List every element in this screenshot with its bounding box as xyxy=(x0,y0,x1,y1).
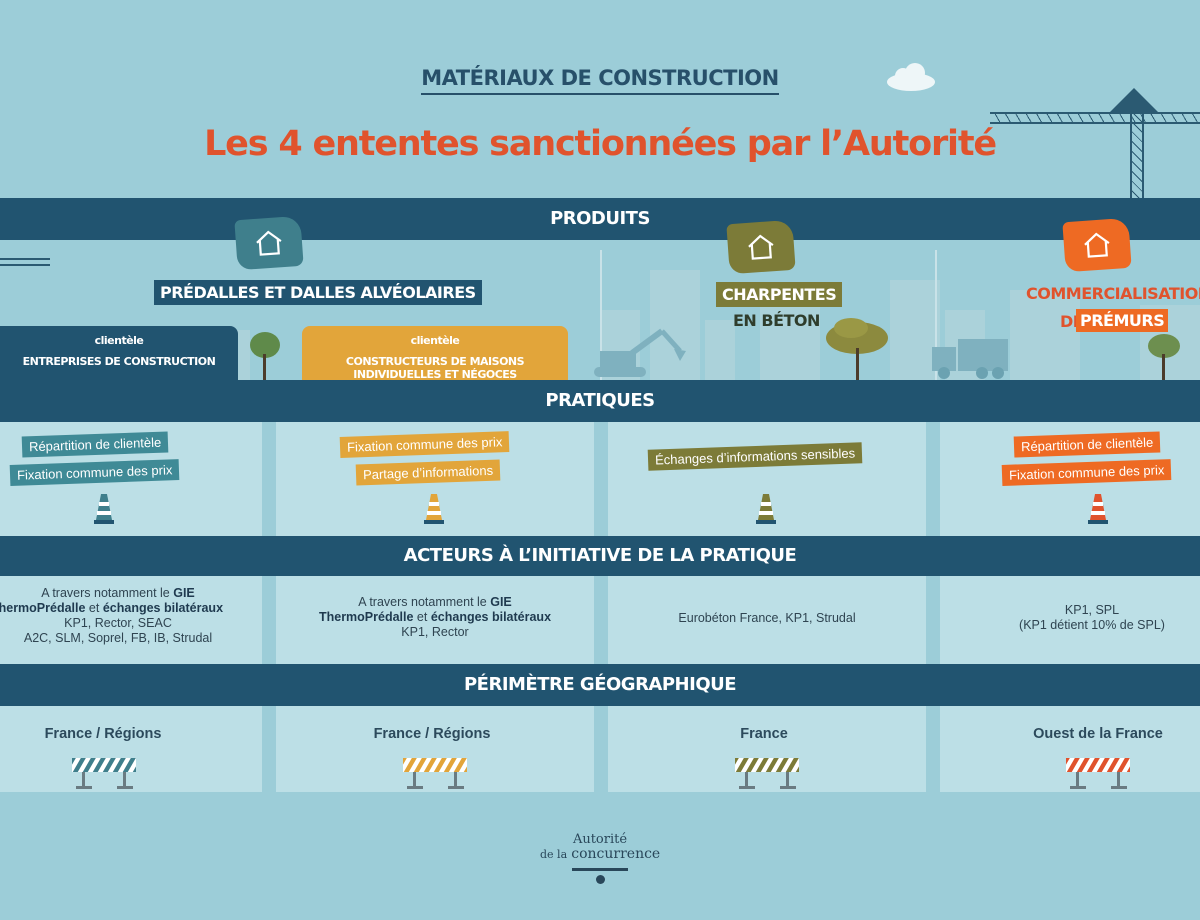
traffic-cone-icon xyxy=(424,494,444,524)
house-icon xyxy=(1084,232,1110,258)
road-barrier-icon xyxy=(72,758,136,789)
section-perimetre-label: PÉRIMÈTRE GÉOGRAPHIQUE xyxy=(463,674,737,695)
actors-col1: A travers notamment le GIE ThermoPrédall… xyxy=(0,586,236,646)
product-charpentes-sublabel: EN BÉTON xyxy=(733,311,820,330)
actors-col3: Eurobéton France, KP1, Strudal xyxy=(678,611,856,625)
supertitle: MATÉRIAUX DE CONSTRUCTION xyxy=(0,66,1200,95)
traffic-cone-icon xyxy=(94,494,114,524)
actors-text: et xyxy=(85,601,103,615)
geo-col1: France / Régions xyxy=(44,726,162,742)
actors-panel-2 xyxy=(276,576,594,664)
client-constructeurs-line1: clientèle xyxy=(410,334,460,347)
actors-col4: KP1, SPL (KP1 détient 10% de SPL) xyxy=(972,603,1200,633)
geo-panel-3 xyxy=(608,706,926,792)
actors-companies: A2C, SLM, Soprel, FB, IB, Strudal xyxy=(23,631,213,645)
section-produits: PRODUITS xyxy=(0,198,1200,240)
product-premurs-label: COMMERCIALISATION xyxy=(1026,284,1200,303)
actors-panel-3 xyxy=(608,576,926,664)
geo-col4: Ouest de la France xyxy=(1033,726,1163,742)
product-predalles-label: PRÉDALLES ET DALLES ALVÉOLAIRES xyxy=(154,280,482,305)
logo-line2a: de la xyxy=(540,848,568,861)
divider-pole xyxy=(600,250,602,380)
tree-icon xyxy=(248,330,282,380)
cloud-icon xyxy=(887,63,935,91)
logo-bar xyxy=(572,868,628,871)
road-barrier-icon xyxy=(403,758,467,789)
actors-companies: KP1, Rector, SEAC xyxy=(64,616,172,630)
crane-jib-icon xyxy=(990,112,1200,124)
tree-icon xyxy=(1148,334,1180,380)
section-acteurs-label: ACTEURS À L’INITIATIVE DE LA PRATIQUE xyxy=(403,545,797,566)
geo-col3: France xyxy=(740,726,788,742)
product-charpentes-badge xyxy=(726,219,796,275)
logo-dot xyxy=(595,875,605,884)
geo-panel-2 xyxy=(276,706,594,792)
truck-icon xyxy=(932,339,1008,379)
supertitle-text: MATÉRIAUX DE CONSTRUCTION xyxy=(421,66,779,95)
divider-pole xyxy=(935,250,937,380)
section-pratiques: PRATIQUES xyxy=(0,380,1200,422)
autorite-logo: Autorité de la concurrence xyxy=(540,832,660,884)
actors-gie: GIE xyxy=(173,586,195,600)
section-produits-label: PRODUITS xyxy=(550,208,650,229)
product-predalles-badge xyxy=(234,215,304,271)
section-perimetre: PÉRIMÈTRE GÉOGRAPHIQUE xyxy=(0,664,1200,706)
client-entreprises-line1: clientèle xyxy=(94,334,144,347)
road-barrier-icon xyxy=(735,758,799,789)
product-charpentes-label: CHARPENTES xyxy=(716,282,843,307)
product-premurs-highlight: PRÉMURS xyxy=(1076,309,1169,332)
page-title: Les 4 ententes sanctionnées par l’Autori… xyxy=(204,124,997,164)
crane-left-icon xyxy=(0,258,50,266)
section-pratiques-label: PRATIQUES xyxy=(545,390,655,411)
logo-line2b: concurrence xyxy=(571,846,661,862)
house-icon xyxy=(256,230,282,256)
actors-text: A travers notamment le xyxy=(358,595,491,609)
actors-bilateral: échanges bilatéraux xyxy=(430,610,552,624)
actors-gie-name: ThermoPrédalle xyxy=(318,610,414,624)
footer-area xyxy=(0,792,1200,920)
traffic-cone-icon xyxy=(1088,494,1108,524)
house-icon xyxy=(748,234,774,260)
client-entreprises-line2: ENTREPRISES DE CONSTRUCTION xyxy=(22,355,216,368)
actors-col2: A travers notamment le GIE ThermoPrédall… xyxy=(276,595,594,640)
actors-text: A travers notamment le xyxy=(41,586,174,600)
geo-panel-1 xyxy=(0,706,262,792)
client-constructeurs-line2: CONSTRUCTEURS DE MAISONS INDIVIDUELLES E… xyxy=(345,355,525,381)
section-acteurs: ACTEURS À L’INITIATIVE DE LA PRATIQUE xyxy=(0,536,1200,576)
actors-panel-4 xyxy=(940,576,1200,664)
actors-companies: KP1, SPL xyxy=(1064,603,1120,617)
logo-line1: Autorité xyxy=(572,832,628,847)
geo-panel-4 xyxy=(940,706,1200,792)
actors-note: (KP1 détient 10% de SPL) xyxy=(1019,618,1165,632)
tree-icon xyxy=(826,318,888,380)
product-premurs-badge xyxy=(1062,217,1132,273)
geo-col2: France / Régions xyxy=(373,726,491,742)
client-constructeurs: clientèle CONSTRUCTEURS DE MAISONS INDIV… xyxy=(302,326,568,381)
traffic-cone-icon xyxy=(756,494,776,524)
actors-text: et xyxy=(413,610,431,624)
crane-top-icon xyxy=(1110,88,1158,112)
road-barrier-icon xyxy=(1066,758,1130,789)
client-entreprises: clientèle ENTREPRISES DE CONSTRUCTION xyxy=(0,326,238,380)
actors-panel-1 xyxy=(0,576,262,664)
actors-gie-name: ThermoPrédalle xyxy=(0,601,86,615)
actors-companies: KP1, Rector xyxy=(401,625,469,639)
excavator-icon xyxy=(594,328,686,377)
actors-gie: GIE xyxy=(490,595,512,609)
actors-bilateral: échanges bilatéraux xyxy=(102,601,224,615)
